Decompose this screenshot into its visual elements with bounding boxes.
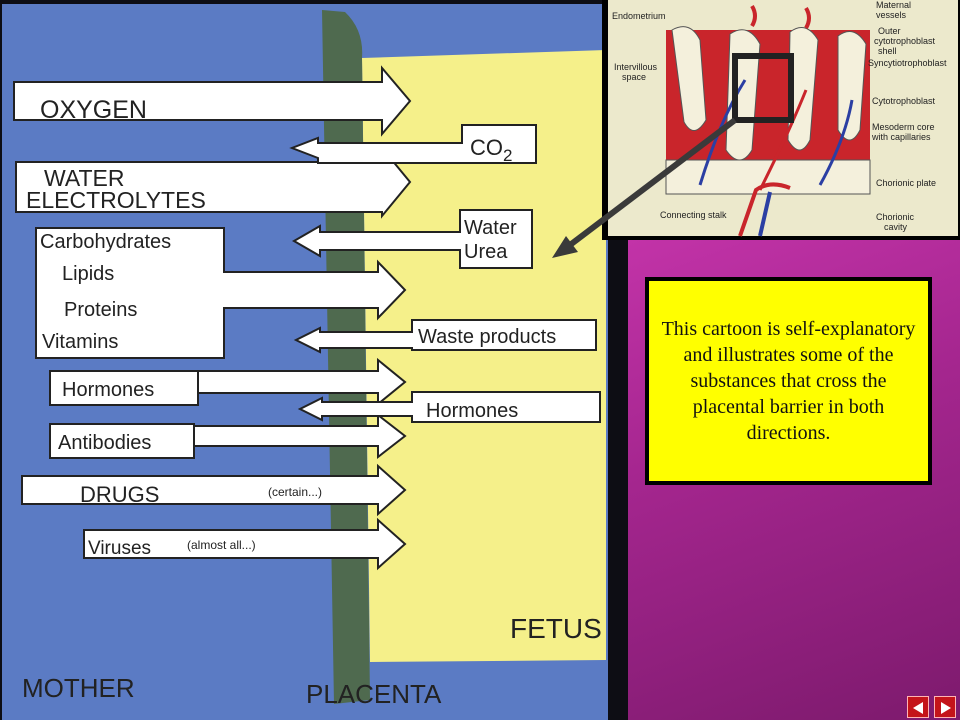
- label-hormones-in: Hormones: [62, 379, 154, 401]
- inset-label-cyto: Cytotrophoblast: [872, 96, 936, 106]
- arrow-waste: [293, 319, 597, 354]
- arrow-drugs: [21, 463, 407, 517]
- inset-label-endometrium: Endometrium: [612, 11, 666, 21]
- arrow-viruses: [83, 517, 407, 571]
- label-fetus: FETUS: [510, 613, 602, 644]
- slide-navigation: [907, 696, 956, 718]
- label-electrolytes: ELECTROLYTES: [26, 187, 206, 213]
- label-antibodies: Antibodies: [58, 432, 151, 454]
- prev-arrow-icon: [913, 702, 923, 714]
- fetus-region: [362, 50, 606, 662]
- label-water: WATER: [44, 165, 125, 191]
- inset-label-outer-2: cytotrophoblast: [874, 36, 936, 46]
- label-viruses: Viruses: [88, 538, 151, 559]
- inset-villi-illustration: Endometrium Intervillous space Connectin…: [552, 0, 960, 258]
- label-oxygen: OXYGEN: [40, 96, 147, 124]
- inset-label-chorionic-plate: Chorionic plate: [876, 178, 936, 188]
- caption-text: This cartoon is self-explanatory and ill…: [661, 318, 916, 444]
- inset-label-mesoderm-2: with capillaries: [871, 132, 931, 142]
- inset-label-mesoderm-1: Mesoderm core: [872, 122, 935, 132]
- label-viruses-note: (almost all...): [187, 538, 256, 552]
- prev-slide-button[interactable]: [907, 696, 929, 718]
- label-carbohydrates: Carbohydrates: [40, 231, 171, 253]
- label-hormones-out: Hormones: [426, 400, 518, 422]
- arrow-co2: [289, 124, 537, 164]
- label-proteins: Proteins: [64, 299, 137, 321]
- label-vitamins: Vitamins: [42, 331, 118, 353]
- label-drugs: DRUGS: [80, 482, 159, 507]
- label-lipids: Lipids: [62, 263, 114, 285]
- inset-label-chorionic-cavity-2: cavity: [884, 222, 908, 232]
- label-drugs-note: (certain...): [268, 485, 322, 499]
- arrow-water-urea: [291, 209, 533, 269]
- next-arrow-icon: [941, 702, 951, 714]
- inset-label-syncytio: Syncytiotrophoblast: [868, 58, 947, 68]
- caption-box: This cartoon is self-explanatory and ill…: [645, 277, 932, 485]
- inset-label-intervillous-1: Intervillous: [614, 62, 658, 72]
- arrow-oxygen: [13, 65, 412, 137]
- label-placenta: PLACENTA: [306, 679, 442, 709]
- inset-label-chorionic-cavity-1: Chorionic: [876, 212, 915, 222]
- inset-label-outer-1: Outer: [878, 26, 901, 36]
- next-slide-button[interactable]: [934, 696, 956, 718]
- inset-label-maternal-1: Maternal: [876, 0, 911, 10]
- antibodies-box: [49, 423, 195, 459]
- label-waste: Waste products: [418, 326, 556, 348]
- arrow-nutrients: [35, 227, 407, 359]
- inset-label-connecting-stalk: Connecting stalk: [660, 210, 727, 220]
- inset-label-maternal-2: vessels: [876, 10, 907, 20]
- arrow-hormones-out: [297, 391, 601, 423]
- inset-label-outer-3: shell: [878, 46, 897, 56]
- inset-label-intervillous-2: space: [622, 72, 646, 82]
- label-co2: CO2: [470, 135, 512, 165]
- hormones-in-box: [49, 370, 199, 406]
- label-urea: Urea: [464, 241, 508, 263]
- label-mother: MOTHER: [22, 673, 135, 703]
- label-water-out: Water: [464, 217, 517, 239]
